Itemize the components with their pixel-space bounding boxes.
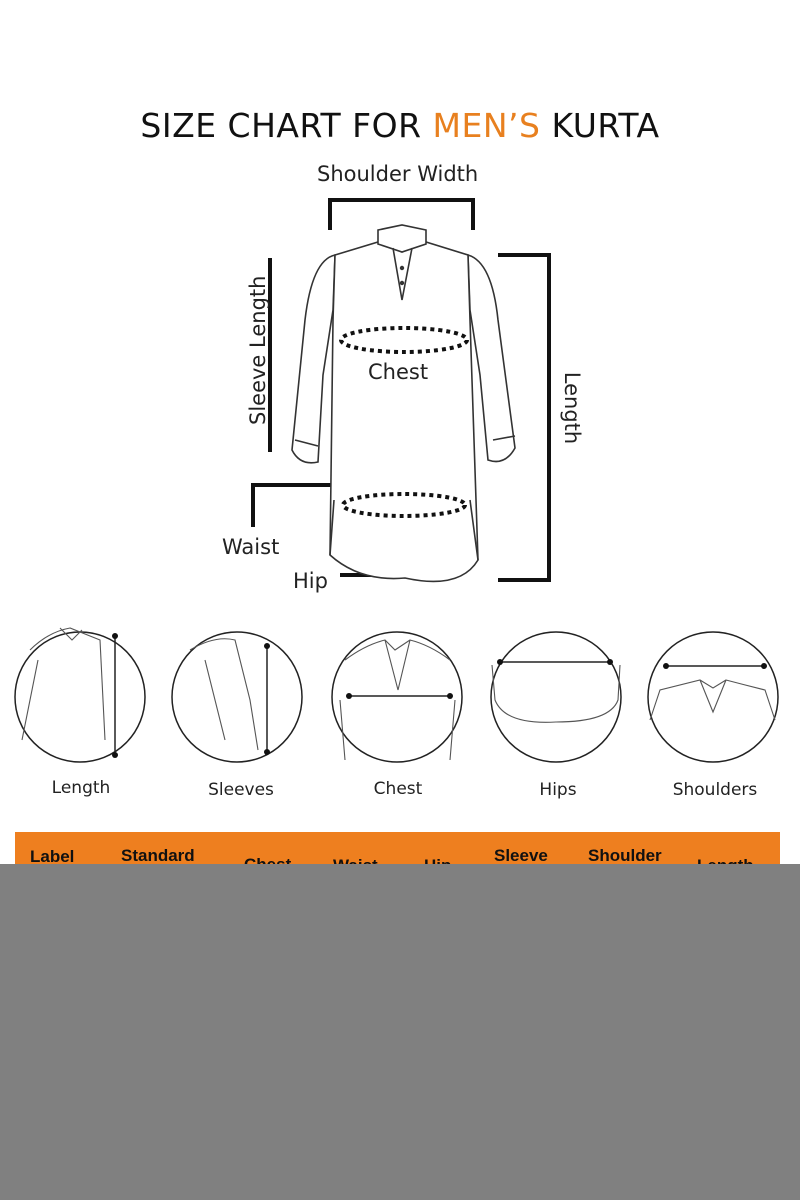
kurta-diagram bbox=[251, 198, 551, 583]
shoulder-width-bracket bbox=[328, 198, 475, 230]
col-standard: Standard bbox=[121, 846, 195, 864]
col-length: Length bbox=[697, 856, 754, 864]
chest-ellipse bbox=[339, 326, 469, 354]
hip-ellipse bbox=[341, 492, 467, 518]
size-table-header: Label Standard Chest Waist Hip Sleeve Sh… bbox=[15, 832, 780, 864]
guide-circle-shoulders bbox=[647, 631, 779, 763]
measurement-guides bbox=[14, 627, 779, 763]
label-hip: Hip bbox=[293, 569, 328, 593]
length-bracket bbox=[498, 253, 551, 582]
title-suffix: KURTA bbox=[540, 106, 660, 145]
guide-circle-hips bbox=[490, 631, 622, 763]
title-accent: MEN’S bbox=[432, 106, 541, 145]
label-waist: Waist bbox=[222, 535, 280, 559]
guide-circle-chest bbox=[331, 631, 463, 763]
button-2 bbox=[399, 280, 405, 286]
guide-circle-length bbox=[14, 631, 146, 763]
label-chest: Chest bbox=[368, 360, 429, 384]
gray-overlay bbox=[0, 864, 800, 1200]
guide-label-hips: Hips bbox=[539, 780, 577, 800]
guide-label-chest: Chest bbox=[373, 779, 423, 799]
guide-label-shoulders: Shoulders bbox=[672, 780, 758, 800]
col-sleeve: Sleeve bbox=[494, 846, 548, 864]
label-shoulder-width: Shoulder Width bbox=[317, 162, 479, 186]
col-label: Label bbox=[30, 847, 75, 864]
col-chest: Chest bbox=[244, 855, 291, 864]
title-prefix: SIZE CHART FOR bbox=[140, 106, 433, 145]
button-1 bbox=[399, 265, 405, 271]
page-title: SIZE CHART FOR MEN’S KURTA bbox=[0, 106, 800, 145]
col-shoulder: Shoulder bbox=[588, 846, 662, 864]
col-hip: Hip bbox=[424, 856, 451, 864]
col-waist: Waist bbox=[333, 856, 378, 864]
guide-label-length: Length bbox=[51, 778, 111, 798]
guide-label-sleeves: Sleeves bbox=[208, 780, 274, 800]
guide-circle-sleeves bbox=[171, 631, 303, 763]
